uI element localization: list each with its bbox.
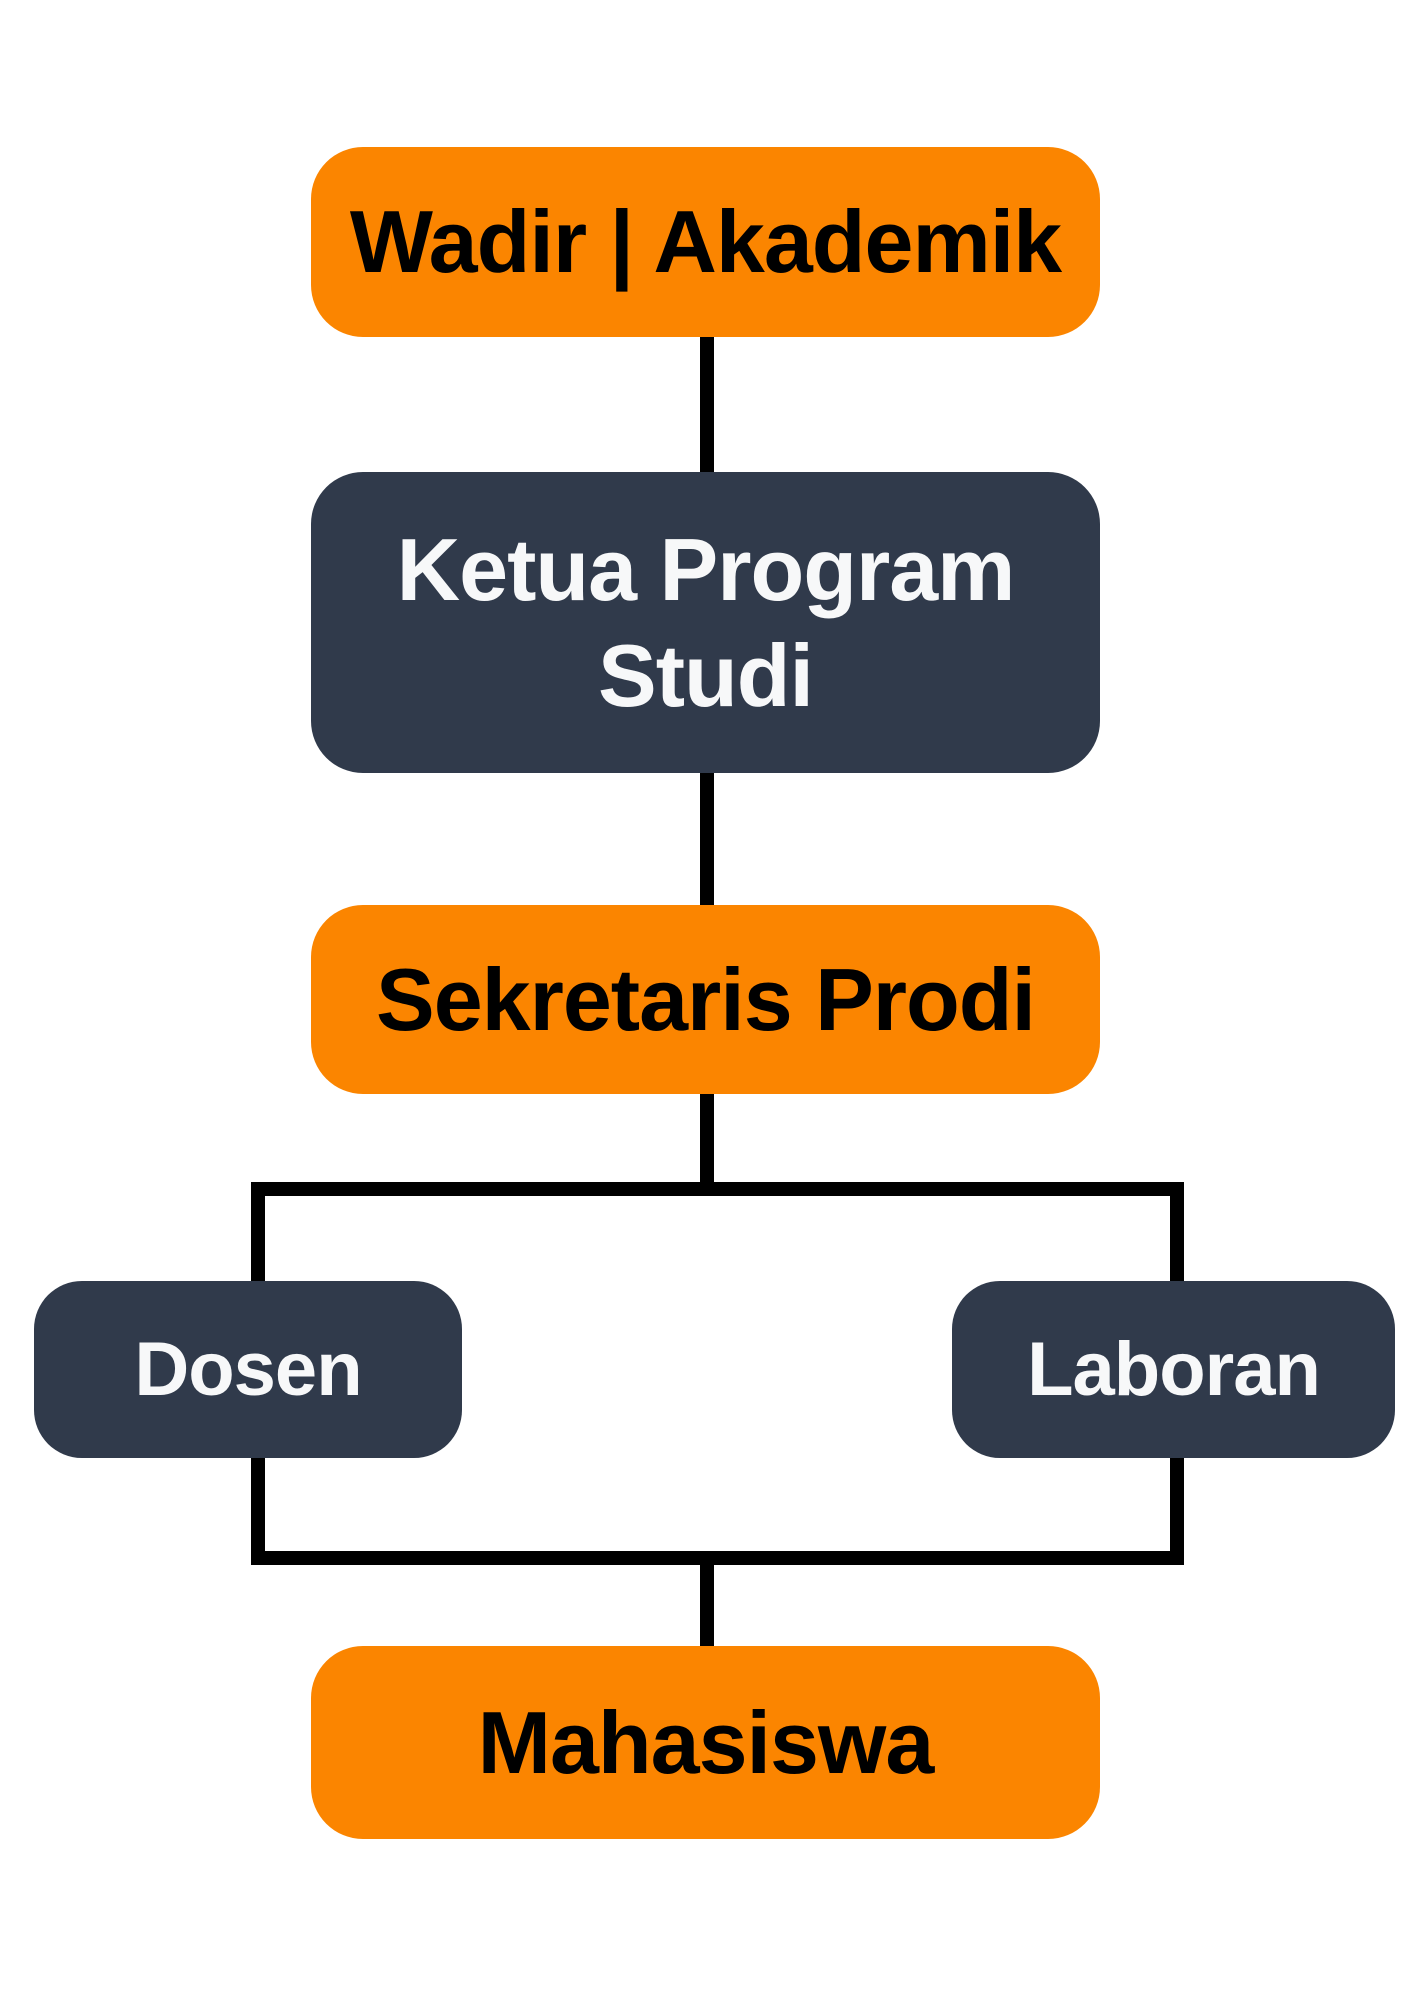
node-laboran: Laboran xyxy=(952,1281,1395,1458)
node-ketua-program-studi: Ketua Program Studi xyxy=(311,472,1100,773)
connector-left-vertical-bottom xyxy=(251,1457,265,1557)
node-ketua-program-studi-label: Ketua Program Studi xyxy=(396,519,1016,725)
connector-ketua-sekretaris xyxy=(700,772,714,906)
connector-top-horizontal xyxy=(251,1182,1184,1196)
connector-left-vertical-top xyxy=(251,1189,265,1282)
connector-wadir-ketua xyxy=(700,336,714,473)
node-dosen: Dosen xyxy=(34,1281,462,1458)
connector-right-vertical-bottom xyxy=(1170,1457,1184,1557)
node-laboran-label: Laboran xyxy=(1027,1326,1321,1412)
node-sekretaris-prodi: Sekretaris Prodi xyxy=(311,905,1100,1094)
connector-bottom-horizontal xyxy=(251,1551,1184,1565)
node-wadir-akademik-label: Wadir | Akademik xyxy=(349,192,1062,292)
connector-right-vertical-top xyxy=(1170,1189,1184,1282)
node-mahasiswa-label: Mahasiswa xyxy=(477,1692,935,1792)
connector-sekretaris-stem xyxy=(700,1093,714,1189)
node-wadir-akademik: Wadir | Akademik xyxy=(311,147,1100,337)
connector-mahasiswa-stem xyxy=(700,1558,714,1647)
node-dosen-label: Dosen xyxy=(134,1326,362,1412)
node-mahasiswa: Mahasiswa xyxy=(311,1646,1100,1839)
node-sekretaris-prodi-label: Sekretaris Prodi xyxy=(376,949,1036,1049)
